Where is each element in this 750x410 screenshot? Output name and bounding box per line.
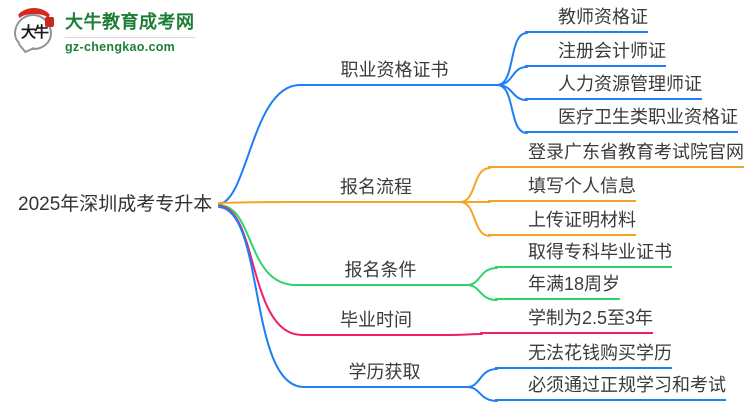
leaf-hr-manager-certificate: 人力资源管理师证 [525, 73, 702, 100]
leaf-medical-certificate: 医疗卫生类职业资格证 [525, 106, 738, 133]
leaf-study-period: 学制为2.5至3年 [480, 307, 654, 334]
leaf-curve-login-website [459, 167, 491, 203]
logo-red-arc [16, 8, 52, 34]
logo-text-block: 大牛教育成考网 gz-chengkao.com [65, 8, 195, 54]
leaf-age-18-required: 年满18周岁 [495, 273, 621, 300]
leaf-cpa-certificate: 注册会计师证 [525, 40, 666, 67]
logo-characters: 大牛 [21, 23, 49, 41]
leaf-upload-materials: 上传证明材料 [488, 209, 636, 236]
leaf-curve-age-18 [466, 284, 498, 301]
leaf-curve-formal-study-exam [466, 386, 498, 402]
leaf-college-diploma-required: 取得专科毕业证书 [495, 241, 672, 268]
root-node: 2025年深圳成考专升本 [18, 194, 213, 215]
leaf-curve-medical-cert [496, 84, 528, 134]
leaf-curve-college-diploma [466, 267, 498, 286]
leaf-curve-no-buying-diploma [466, 368, 498, 388]
branch-graduation-time: 毕业时间 [340, 310, 412, 330]
branch-registration-process: 报名流程 [340, 177, 412, 197]
branch-line-diploma-acquisition [218, 206, 468, 388]
leaf-curve-teacher-cert [496, 32, 528, 86]
leaf-fill-personal-info: 填写个人信息 [488, 175, 636, 202]
logo-bubble-icon: 大牛 [14, 8, 56, 54]
leaf-login-official-website: 登录广东省教育考试院官网 [488, 141, 744, 168]
leaf-teacher-certificate: 教师资格证 [525, 6, 648, 33]
site-logo[interactable]: 大牛 大牛教育成考网 gz-chengkao.com [14, 8, 195, 54]
leaf-formal-study-and-exam: 必须通过正规学习和考试 [495, 374, 726, 401]
logo-red-seal [45, 17, 54, 27]
logo-site-name: 大牛教育成考网 [65, 8, 195, 38]
branch-diploma-acquisition: 学历获取 [348, 362, 421, 382]
leaf-curve-cpa-cert [496, 66, 528, 86]
leaf-curve-upload-materials [459, 201, 491, 237]
leaf-cannot-buy-diploma: 无法花钱购买学历 [495, 342, 672, 369]
branch-qualification-certificates: 职业资格证书 [340, 60, 449, 80]
leaf-curve-hr-cert [496, 84, 528, 101]
branch-line-registration-process [218, 201, 461, 204]
logo-site-url: gz-chengkao.com [65, 40, 176, 54]
branch-registration-requirements: 报名条件 [344, 260, 417, 280]
